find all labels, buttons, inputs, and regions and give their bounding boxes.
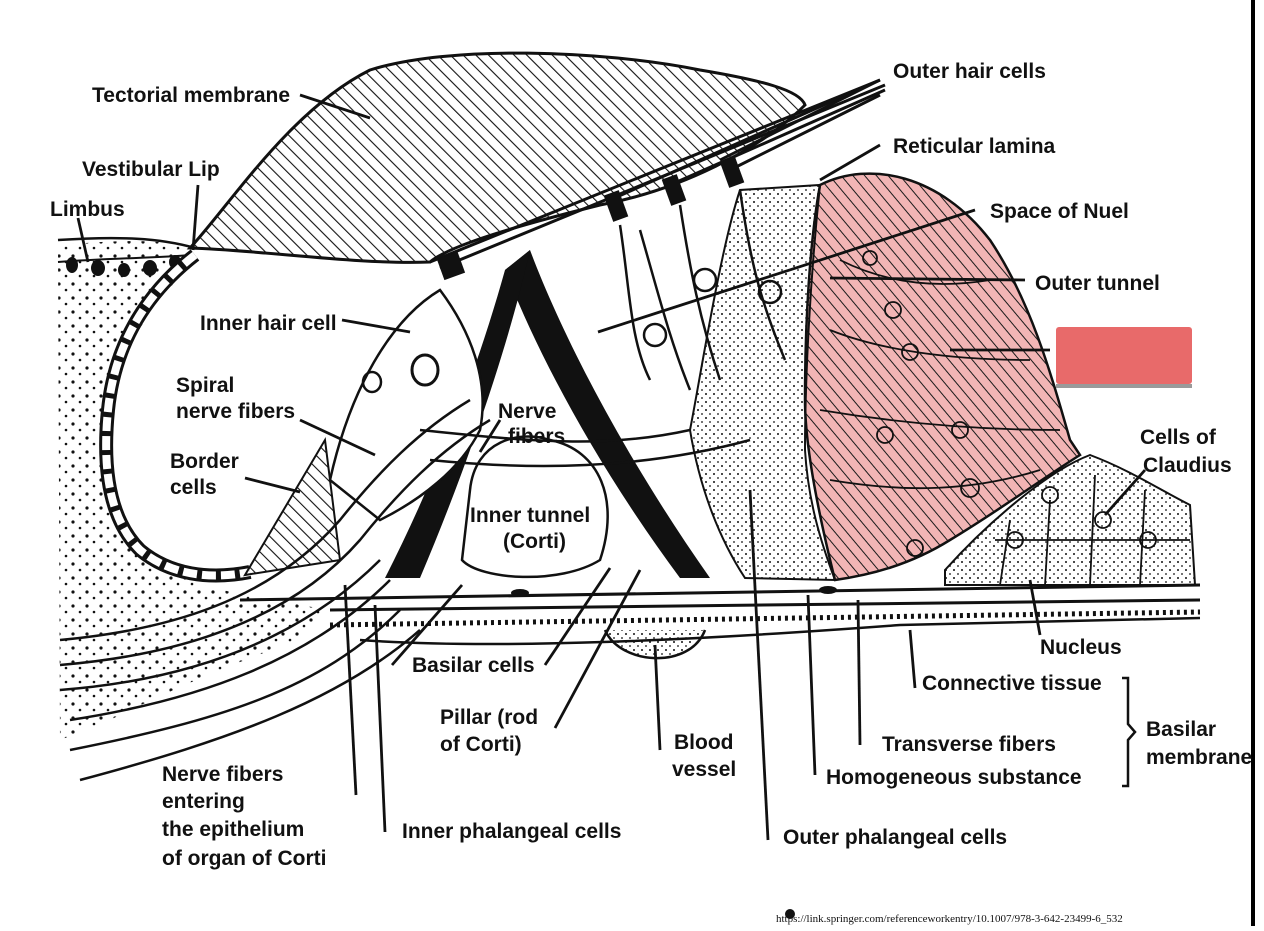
outer-pillar bbox=[505, 250, 710, 578]
label-claudius-1: Cells of bbox=[1140, 426, 1217, 449]
limbus-surface bbox=[57, 236, 196, 250]
label-blood-vessel-2: vessel bbox=[672, 758, 736, 781]
label-vestibular-lip: Vestibular Lip bbox=[82, 158, 220, 181]
label-claudius-2: Claudius bbox=[1143, 454, 1232, 477]
label-pillar-2: of Corti) bbox=[440, 733, 522, 756]
label-basilar-1: Basilar bbox=[1146, 718, 1216, 741]
label-nerve-entering-2: entering bbox=[162, 790, 245, 813]
label-inner-hair-cell: Inner hair cell bbox=[200, 312, 337, 335]
label-blood-vessel-1: Blood bbox=[674, 731, 733, 754]
leader-lines bbox=[76, 78, 1147, 841]
inner-hair-cell-nucleus bbox=[410, 353, 440, 387]
basilar-brace bbox=[1122, 676, 1137, 788]
claudius-cell-outlines bbox=[995, 474, 1190, 586]
label-basilar-2: membrane bbox=[1146, 746, 1252, 769]
inner-tunnel bbox=[460, 435, 609, 579]
label-homogeneous-substance: Homogeneous substance bbox=[826, 766, 1082, 789]
label-transverse-fibers: Transverse fibers bbox=[882, 733, 1056, 756]
label-limbus: Limbus bbox=[50, 198, 125, 221]
source-url[interactable]: https://link.springer.com/referenceworke… bbox=[776, 913, 1123, 925]
border-cells bbox=[243, 436, 342, 577]
inner-sulcus-cells bbox=[102, 251, 251, 580]
label-inner-tunnel-1: Inner tunnel bbox=[470, 504, 590, 527]
nerve-fiber-bundle bbox=[59, 398, 751, 782]
outer-phalangeal-region bbox=[688, 183, 837, 582]
label-nucleus: Nucleus bbox=[1040, 636, 1122, 659]
label-outer-phalangeal-cells: Outer phalangeal cells bbox=[783, 826, 1007, 849]
red-bar-shadow bbox=[1056, 384, 1192, 388]
label-border-1: Border bbox=[170, 450, 239, 473]
cells-of-claudius bbox=[944, 453, 1197, 586]
label-basilar-cells: Basilar cells bbox=[412, 654, 535, 677]
label-reticular-lamina: Reticular lamina bbox=[893, 135, 1056, 158]
label-inner-tunnel-2: (Corti) bbox=[503, 530, 566, 553]
label-nerve-fibers-2: fibers bbox=[508, 425, 565, 448]
inner-phalangeal-nucleus bbox=[361, 370, 383, 394]
label-nerve-fibers-1: Nerve bbox=[498, 400, 556, 423]
tectorial-membrane bbox=[186, 51, 807, 264]
label-inner-phalangeal-cells: Inner phalangeal cells bbox=[402, 820, 621, 843]
cursor-dot bbox=[785, 909, 795, 919]
reticular-blocks bbox=[436, 156, 745, 281]
label-spiral-1: Spiral bbox=[176, 374, 234, 397]
label-nerve-entering-4: of organ of Corti bbox=[162, 847, 326, 870]
label-space-of-nuel: Space of Nuel bbox=[990, 200, 1129, 223]
label-outer-hair-cells: Outer hair cells bbox=[893, 60, 1046, 83]
hensen-cell-outlines bbox=[819, 250, 1061, 557]
label-spiral-2: nerve fibers bbox=[176, 400, 295, 423]
red-highlight-bar bbox=[1056, 327, 1192, 384]
label-pillar-1: Pillar (rod bbox=[440, 706, 538, 729]
label-nerve-entering-1: Nerve fibers bbox=[162, 763, 283, 786]
label-nerve-entering-3: the epithelium bbox=[162, 818, 304, 841]
outer-hair-cells bbox=[618, 189, 787, 391]
label-tectorial-membrane: Tectorial membrane bbox=[92, 84, 290, 107]
label-border-2: cells bbox=[170, 476, 217, 499]
label-outer-tunnel: Outer tunnel bbox=[1035, 272, 1160, 295]
label-connective-tissue: Connective tissue bbox=[922, 672, 1102, 695]
